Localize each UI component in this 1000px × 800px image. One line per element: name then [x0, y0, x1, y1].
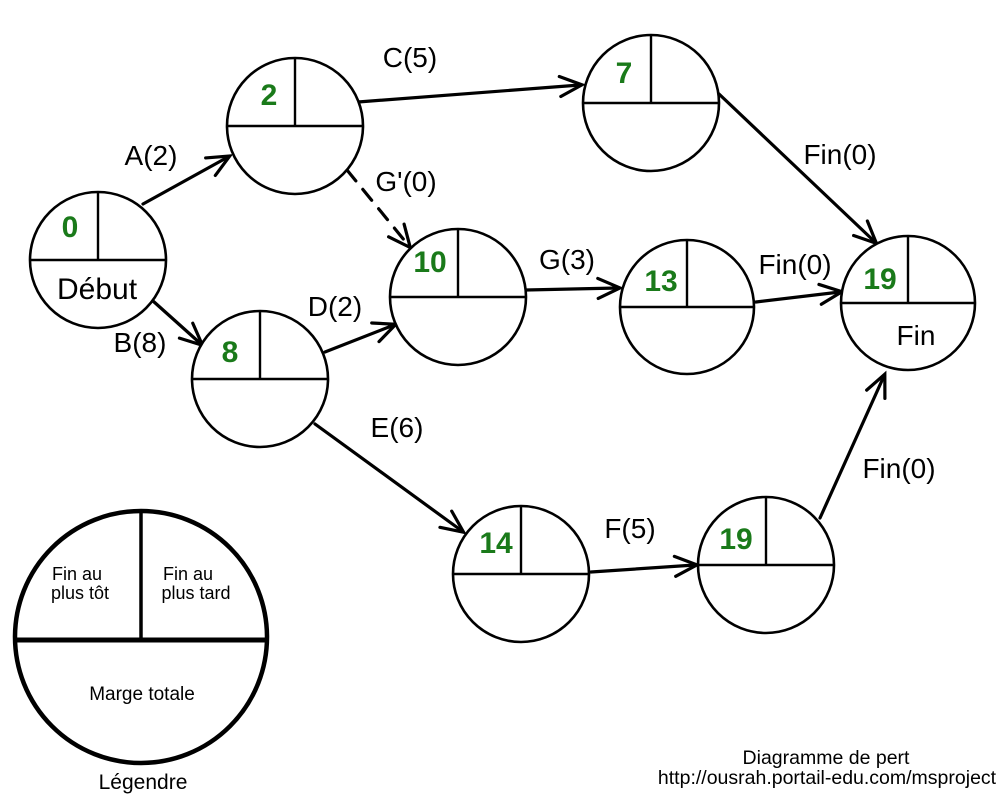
edge-g-prime-label: G'(0) [375, 166, 436, 197]
edge-fin-from-13-arrow [754, 282, 846, 306]
pert-node-10: 10 [388, 227, 528, 367]
pert-node-fin: 19 Fin [839, 234, 977, 372]
edge-fin-from-19-arrow [818, 370, 887, 520]
edge-f-arrow [589, 554, 701, 578]
pert-node-14: 14 [451, 504, 591, 644]
edge-f-label: F(5) [604, 513, 655, 544]
edge-g-arrow [524, 276, 624, 301]
legend-caption: Légendre [99, 771, 188, 794]
pert-node-19: 19 [696, 495, 836, 635]
legend-late-finish-line1: Fin au [163, 564, 213, 584]
node-early-finish-value: 14 [479, 527, 513, 560]
node-early-finish-value: 8 [222, 336, 239, 369]
legend-early-finish-line1: Fin au [52, 564, 102, 584]
node-early-finish-value: 19 [863, 263, 896, 296]
legend-late-finish-line2: plus tard [161, 583, 230, 603]
node-name-label: Début [57, 273, 138, 306]
edge-fin-from-13-label: Fin(0) [758, 249, 831, 280]
edge-fin-from-7-arrow [717, 92, 880, 247]
edge-labels: A(2) B(8) C(5) G'(0) D(2) E(6) G(3) F(5)… [114, 42, 936, 544]
edge-e-label: E(6) [371, 412, 424, 443]
edge-c-arrow [356, 74, 586, 104]
node-early-finish-value: 13 [644, 265, 677, 298]
edge-d-label: D(2) [308, 291, 362, 322]
edge-fin-from-7-label: Fin(0) [803, 139, 876, 170]
legend-total-margin-label: Marge totale [89, 684, 195, 705]
edge-fin-from-19-label: Fin(0) [862, 453, 935, 484]
pert-node-13: 13 [618, 238, 756, 376]
node-name-label: Fin [897, 320, 936, 351]
pert-node-8: 8 [190, 309, 330, 449]
pert-node-2: 2 [225, 56, 365, 196]
footer-url: http://ousrah.portail-edu.com/msproject [658, 767, 997, 789]
edge-d-arrow [323, 321, 400, 354]
edge-b-label: B(8) [114, 327, 167, 358]
node-early-finish-value: 7 [616, 57, 633, 90]
footer-title: Diagramme de pert [743, 747, 910, 769]
edge-a-arrow [141, 154, 234, 206]
footer: Diagramme de pert http://ousrah.portail-… [658, 747, 997, 789]
edge-c-label: C(5) [383, 42, 437, 73]
node-early-finish-value: 19 [719, 523, 752, 556]
edge-g-prime-arrow-dashed [345, 168, 413, 251]
node-early-finish-value: 10 [413, 246, 446, 279]
edge-b-arrow [151, 299, 206, 348]
pert-node-7: 7 [581, 33, 721, 173]
edge-g-label: G(3) [539, 244, 595, 275]
node-early-finish-value: 2 [261, 79, 278, 112]
legend-early-finish-line2: plus tôt [51, 583, 109, 603]
node-early-finish-value: 0 [62, 211, 79, 244]
pert-node-debut: 0 Début [28, 190, 168, 330]
edge-a-label: A(2) [125, 140, 178, 171]
edge-e-arrow [313, 422, 467, 535]
legend: Fin au plus tôt Fin au plus tard Marge t… [12, 508, 270, 794]
edges [141, 74, 887, 578]
